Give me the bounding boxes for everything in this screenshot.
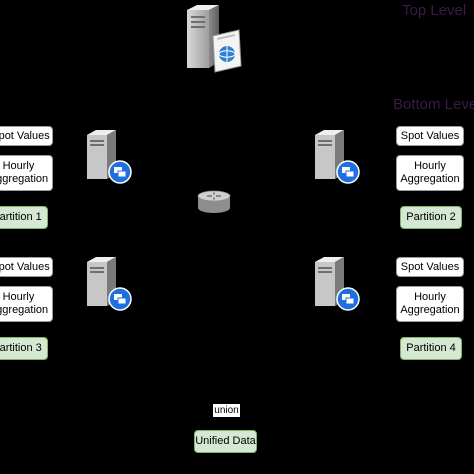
- spot-values-label: Spot Values: [0, 260, 50, 273]
- spot-values-box-right-bottom[interactable]: Spot Values: [396, 257, 464, 277]
- spot-values-label: Spot Values: [400, 260, 460, 273]
- hourly-aggregation-box-left-top[interactable]: Hourly Aggregation: [0, 155, 53, 191]
- hourly-aggregation-box-right-top[interactable]: Hourly Aggregation: [396, 155, 464, 191]
- hourly-aggregation-label: Hourly Aggregation: [0, 291, 49, 316]
- hourly-aggregation-label: Hourly Aggregation: [400, 291, 460, 316]
- spot-values-box-left-bottom[interactable]: Spot Values: [0, 257, 53, 277]
- server-icon-right-bottom: [315, 257, 360, 311]
- partition-label: Partition 1: [0, 211, 42, 223]
- hourly-aggregation-box-right-bottom[interactable]: Hourly Aggregation: [396, 286, 464, 322]
- server-icon-left-bottom: [87, 257, 132, 311]
- spot-values-label: Spot Values: [400, 129, 460, 142]
- union-label-box: union: [213, 404, 240, 417]
- hourly-aggregation-label: Hourly Aggregation: [0, 160, 49, 185]
- router-icon: [197, 190, 231, 213]
- partition-1-box[interactable]: Partition 1: [0, 206, 48, 229]
- server-icon-left-top: [87, 130, 132, 184]
- partition-label: Partition 3: [0, 342, 42, 354]
- spot-values-label: Spot Values: [0, 129, 50, 142]
- partition-4-box[interactable]: Partition 4: [400, 337, 462, 360]
- spot-values-box-right-top[interactable]: Spot Values: [396, 126, 464, 146]
- partition-label: Partition 4: [406, 342, 456, 354]
- bottom-level-label: Bottom Level: [393, 96, 474, 113]
- web-server-icon: [187, 5, 242, 73]
- unified-data-label: Unified Data: [195, 435, 256, 447]
- unified-data-box[interactable]: Unified Data: [194, 430, 257, 453]
- top-level-label: Top Level: [402, 2, 467, 19]
- partition-3-box[interactable]: Partition 3: [0, 337, 48, 360]
- hourly-aggregation-label: Hourly Aggregation: [400, 160, 460, 185]
- hourly-aggregation-box-left-bottom[interactable]: Hourly Aggregation: [0, 286, 53, 322]
- server-icon-right-top: [315, 130, 360, 184]
- partition-label: Partition 2: [406, 211, 456, 223]
- spot-values-box-left-top[interactable]: Spot Values: [0, 126, 53, 146]
- partition-2-box[interactable]: Partition 2: [400, 206, 462, 229]
- union-label: union: [214, 405, 239, 416]
